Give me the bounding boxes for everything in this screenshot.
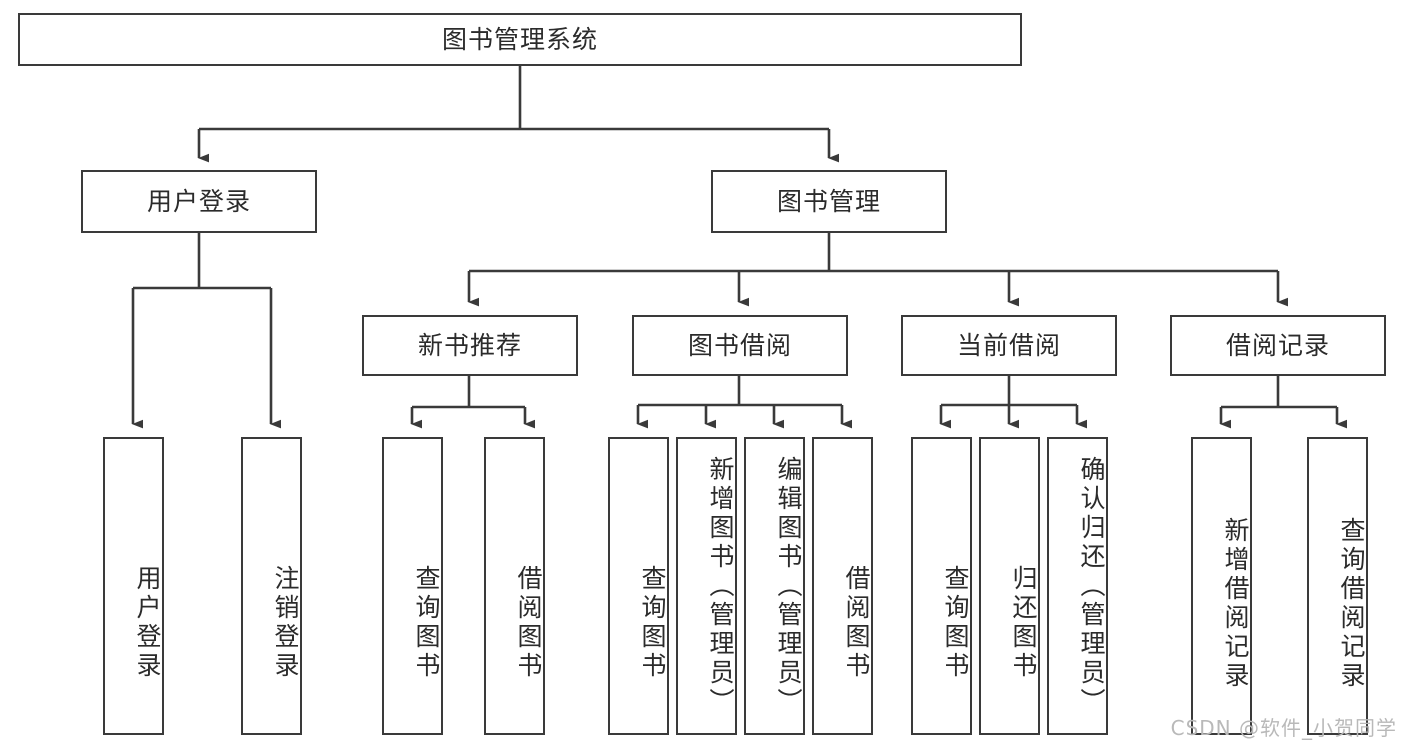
leaf-query-borrow-record[interactable]: 查询借阅记录	[1307, 437, 1368, 735]
node-label: 查询图书	[941, 565, 970, 681]
node-book-management[interactable]: 图书管理	[711, 170, 947, 233]
node-current-borrow[interactable]: 当前借阅	[901, 315, 1117, 376]
node-label: 当前借阅	[956, 330, 1061, 360]
leaf-user-login[interactable]: 用户登录	[103, 437, 164, 735]
node-label: 借阅图书	[842, 565, 871, 681]
leaf-edit-book-admin[interactable]: 编辑图书（管理员）	[744, 437, 805, 735]
node-label: 借阅图书	[514, 565, 543, 681]
node-label: 查询图书	[412, 565, 441, 681]
node-label: 图书管理	[776, 186, 881, 216]
node-label: 编辑图书（管理员）	[774, 455, 803, 717]
node-book-management-system[interactable]: 图书管理系统	[18, 13, 1022, 66]
node-label: 图书管理系统	[441, 24, 598, 54]
csdn-watermark: CSDN @软件_小贺同学	[1170, 716, 1397, 740]
leaf-confirm-return-admin[interactable]: 确认归还（管理员）	[1047, 437, 1108, 735]
node-borrow-record[interactable]: 借阅记录	[1170, 315, 1386, 376]
node-label: 新增借阅记录	[1221, 517, 1250, 691]
node-label: 新书推荐	[417, 330, 522, 360]
leaf-borrow-book-recommend[interactable]: 借阅图书	[484, 437, 545, 735]
leaf-logout-login[interactable]: 注销登录	[241, 437, 302, 735]
leaf-query-book-recommend[interactable]: 查询图书	[382, 437, 443, 735]
leaf-return-book[interactable]: 归还图书	[979, 437, 1040, 735]
node-label: 用户登录	[133, 565, 162, 681]
node-label: 查询图书	[638, 565, 667, 681]
node-label: 确认归还（管理员）	[1077, 455, 1106, 717]
node-new-book-recommend[interactable]: 新书推荐	[362, 315, 578, 376]
node-user-login[interactable]: 用户登录	[81, 170, 317, 233]
node-label: 归还图书	[1009, 565, 1038, 681]
node-label: 注销登录	[271, 565, 300, 681]
node-label: 用户登录	[146, 186, 251, 216]
leaf-borrow-book-borrow[interactable]: 借阅图书	[812, 437, 873, 735]
leaf-query-book-current[interactable]: 查询图书	[911, 437, 972, 735]
node-label: 查询借阅记录	[1337, 517, 1366, 691]
leaf-query-book-borrow[interactable]: 查询图书	[608, 437, 669, 735]
node-label: 新增图书（管理员）	[706, 455, 735, 717]
node-book-borrow[interactable]: 图书借阅	[632, 315, 848, 376]
leaf-add-borrow-record[interactable]: 新增借阅记录	[1191, 437, 1252, 735]
node-label: 借阅记录	[1225, 330, 1330, 360]
node-label: 图书借阅	[687, 330, 792, 360]
leaf-add-book-admin[interactable]: 新增图书（管理员）	[676, 437, 737, 735]
